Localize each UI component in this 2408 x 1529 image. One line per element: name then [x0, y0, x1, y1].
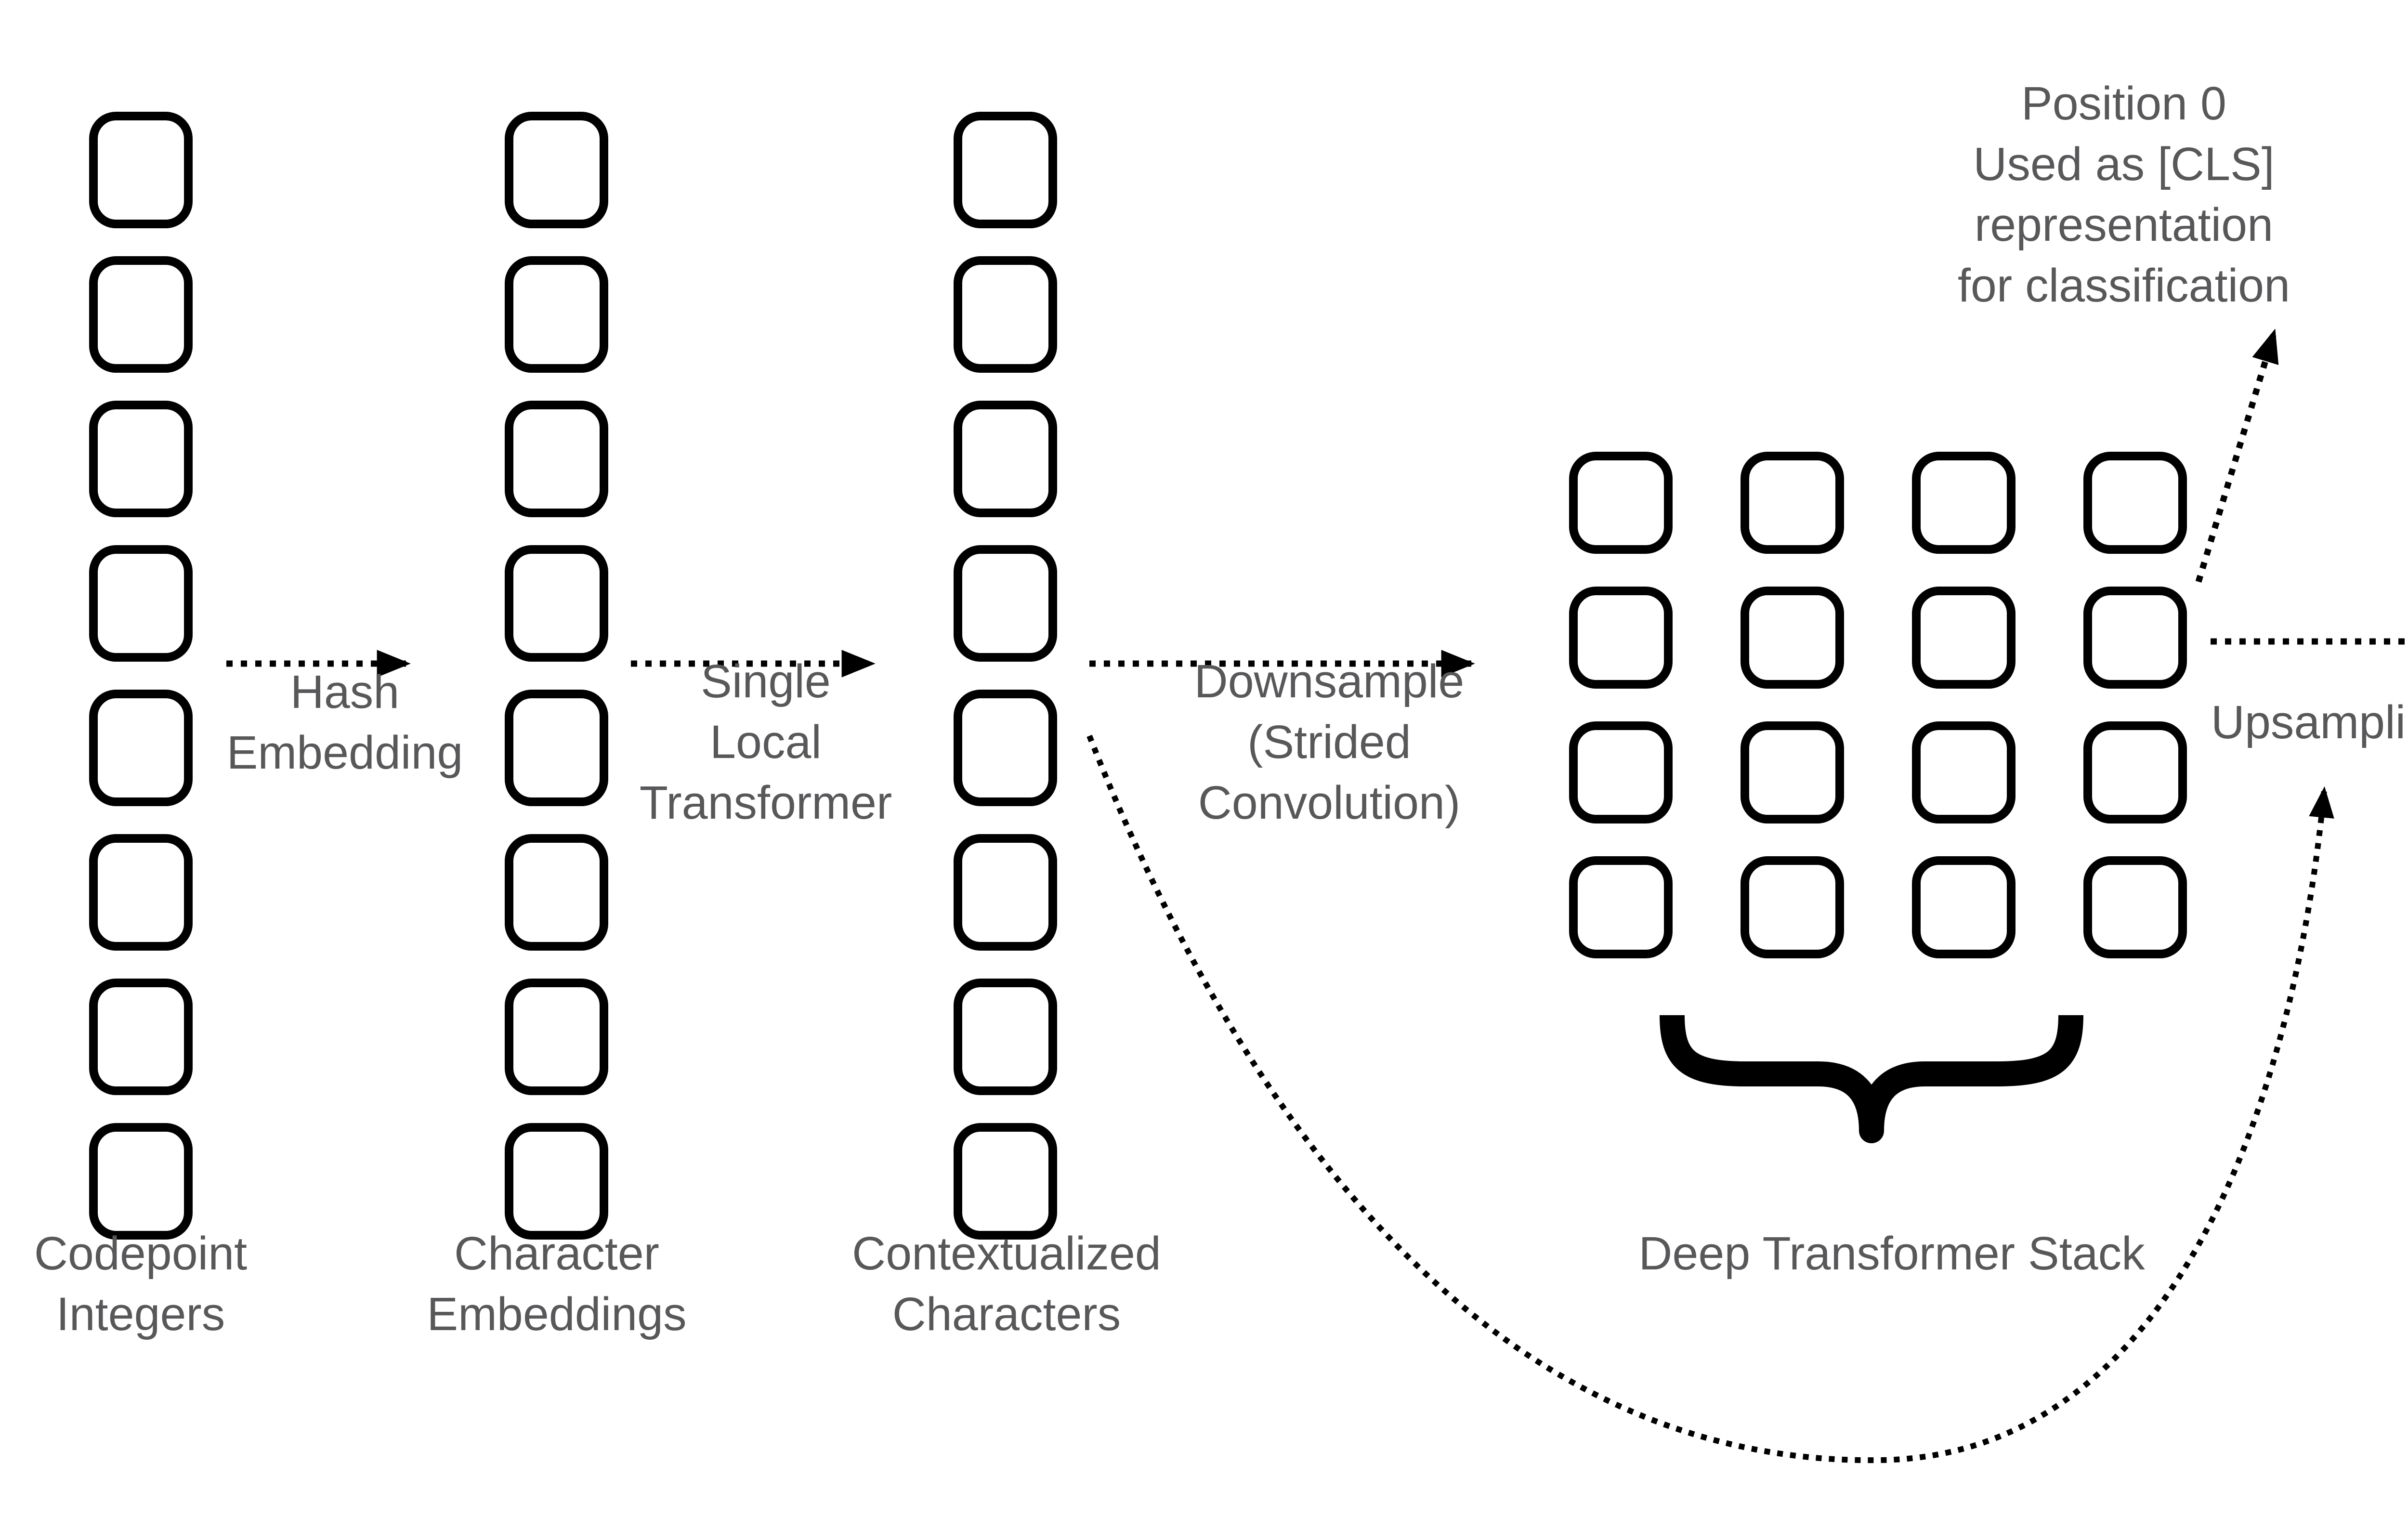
underbrace-shape: [1660, 1015, 2083, 1143]
token-box: [89, 979, 193, 1095]
token-box: [954, 979, 1057, 1095]
label-line: Characters: [892, 1288, 1121, 1340]
caption-deep-transformer-stack: Deep Transformer Stack: [1638, 1227, 2145, 1280]
grid-token-box: [1912, 587, 2015, 689]
label-line: Character: [454, 1227, 659, 1280]
grid-token-box: [1912, 856, 2015, 958]
label-line: Integers: [56, 1288, 225, 1340]
label-line: Used as [CLS]: [1973, 138, 2275, 190]
token-box: [89, 112, 193, 228]
label-line: Hash: [290, 666, 400, 718]
token-box: [505, 834, 608, 951]
token-box: [505, 690, 608, 806]
grid-token-box: [1569, 587, 1673, 689]
token-box: [954, 1123, 1057, 1240]
column-contextualized-characters: [954, 112, 1057, 1240]
label-upsampling: Upsampling: [2211, 696, 2408, 748]
token-box: [89, 256, 193, 373]
label-line: Single: [701, 655, 831, 707]
grid-token-box: [2083, 721, 2187, 823]
grid-token-box: [1741, 721, 1844, 823]
grid-token-box: [1912, 452, 2015, 554]
label-line: Embedding: [226, 726, 463, 779]
token-box: [89, 545, 193, 662]
token-box: [505, 979, 608, 1095]
token-box: [89, 401, 193, 517]
deep-transformer-grid: [1569, 452, 2187, 958]
label-line: for classification: [1957, 259, 2290, 312]
token-box: [89, 690, 193, 806]
token-box: [954, 834, 1057, 951]
grid-token-box: [1569, 452, 1673, 554]
grid-token-box: [1741, 587, 1844, 689]
grid-token-box: [1741, 856, 1844, 958]
token-box: [505, 112, 608, 228]
token-box: [954, 112, 1057, 228]
label-line: representation: [1974, 198, 2274, 251]
token-box: [505, 545, 608, 662]
grid-token-box: [1912, 721, 2015, 823]
cls-position0-arrow: [2195, 328, 2279, 583]
grid-token-box: [1569, 856, 1673, 958]
label-line: Convolution): [1198, 776, 1461, 829]
column-codepoint-integers: [89, 112, 193, 1240]
token-box: [954, 401, 1057, 517]
grid-token-box: [1569, 721, 1673, 823]
grid-token-box: [1741, 452, 1844, 554]
label-line: (Strided: [1247, 716, 1411, 768]
token-box: [89, 1123, 193, 1240]
grid-token-box: [2083, 856, 2187, 958]
token-box: [954, 545, 1057, 662]
grid-token-box: [2083, 452, 2187, 554]
label-line: Embeddings: [427, 1288, 687, 1340]
label-line: Position 0: [2021, 77, 2226, 130]
label-line: Transformer: [639, 776, 892, 829]
token-box: [954, 256, 1057, 373]
label-cls-position0-note: Position 0 Used as [CLS] representation for…: [1958, 73, 2290, 316]
label-line: Downsample: [1194, 655, 1465, 707]
token-box: [89, 834, 193, 951]
label-line: Contextualized: [852, 1227, 1161, 1280]
column-character-embeddings: [505, 112, 608, 1240]
token-box: [505, 401, 608, 517]
token-box: [954, 690, 1057, 806]
label-line: Local: [710, 716, 822, 768]
token-box: [505, 1123, 608, 1240]
residual-upsampling-curve-arrow: [1086, 734, 2334, 1464]
token-box: [505, 256, 608, 373]
label-line: Codepoint: [34, 1227, 248, 1280]
grid-token-box: [2083, 587, 2187, 689]
